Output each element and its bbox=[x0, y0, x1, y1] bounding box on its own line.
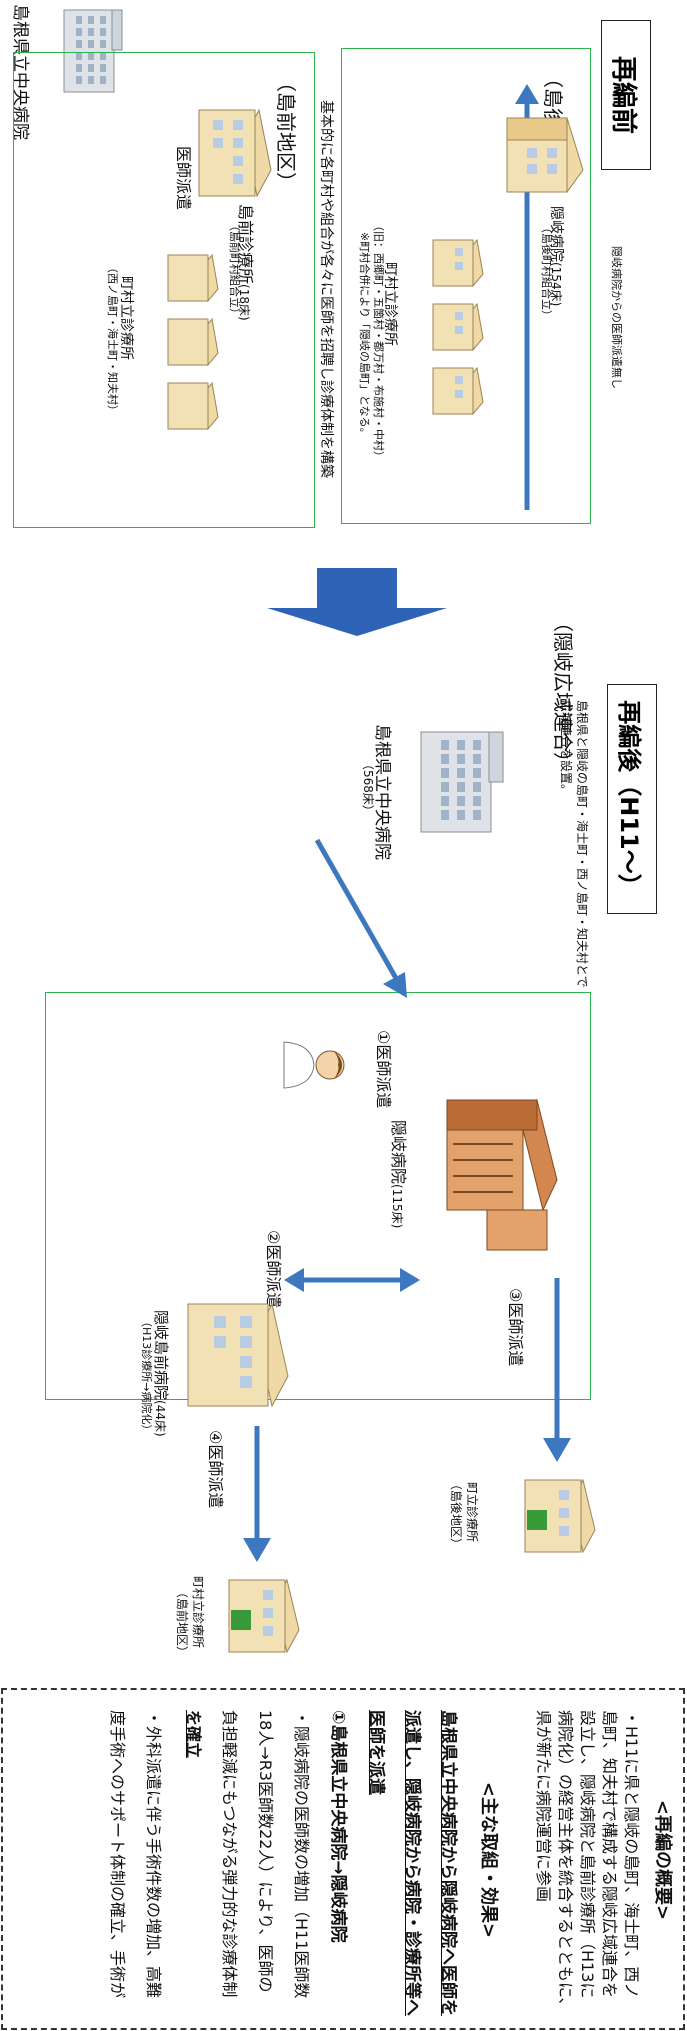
dozen-label: （島前地区） bbox=[274, 72, 298, 192]
overview-line: 設立し、隠岐病院と島前診療所（H13に bbox=[578, 1710, 597, 1999]
dispatch-arrow-1 bbox=[314, 838, 407, 998]
overview-line: 県が新たに病院運営に参画 bbox=[534, 1710, 553, 1903]
dispatch-arrow-3 bbox=[543, 1278, 571, 1462]
dozen-hospital-after-icon bbox=[187, 1302, 289, 1408]
oki-hospital-owner: （島後町村組合立） bbox=[540, 222, 553, 321]
oki-hospital-after-name: 隠岐病院 bbox=[389, 1120, 408, 1185]
chuo-hospital-after-beds: （568床） bbox=[361, 758, 375, 817]
dispatch-label-4: ④医師派遣 bbox=[206, 1430, 225, 1509]
dispatch-label-1: ①医師派遣 bbox=[374, 1030, 393, 1109]
town-clinic-dozen-icon bbox=[228, 1578, 300, 1654]
item1-line: を確立 bbox=[184, 1710, 203, 1759]
town-clinic-dogo-area: （島後地区） bbox=[449, 1478, 463, 1551]
village-clinics-dogo-icons bbox=[432, 238, 484, 416]
dispatch-arrow-4 bbox=[243, 1426, 271, 1562]
chuo-hospital-before-icon bbox=[63, 9, 123, 93]
oki-hospital-after-icon bbox=[446, 1098, 558, 1251]
dozen-clinic-before-icon bbox=[198, 108, 272, 198]
overview-line: 病院化）の経営主体を統合するとともに、 bbox=[556, 1710, 575, 2014]
village-clinic-dogo-detail: （旧：西郷町・五箇村・都万村・布施村・中村） bbox=[372, 220, 385, 462]
town-clinic-dogo-icon bbox=[524, 1478, 596, 1554]
oki-hospital-after-beds: (115床) bbox=[390, 1184, 404, 1229]
oki-hospital-after-label: 隠岐病院(115床) bbox=[388, 1120, 412, 1228]
town-clinic-dozen-area: （島前地区） bbox=[175, 1586, 189, 1659]
oki-hospital-before-icon bbox=[506, 116, 584, 194]
effect-heading-1: 島根県立中央病院から隠岐病院へ医師を bbox=[438, 1710, 458, 2016]
after-title: 再編後（H11～） bbox=[607, 684, 657, 914]
dozen-clinic-owner: （島前町村組合立） bbox=[228, 220, 241, 319]
item1-title: ①島根県立中央病院→隠岐病院 bbox=[328, 1710, 348, 1943]
town-clinic-dozen-label: 町村立診療所 bbox=[191, 1576, 205, 1649]
item1-line: 負担軽減にもつながる弾力的な診療体制 bbox=[220, 1710, 239, 1998]
effect-heading-2: 派遣し、隠岐病院から病院・診療所等へ bbox=[402, 1710, 422, 2016]
union-note-2: 広域連合を設置。 bbox=[559, 700, 573, 797]
village-clinics-dozen-icons bbox=[167, 253, 219, 431]
town-clinic-dogo-label: 町立診療所 bbox=[465, 1482, 479, 1543]
doctor-icon bbox=[283, 1041, 345, 1089]
item2-line: 度手術へのサポート体制の確立、手術が bbox=[108, 1710, 127, 1999]
chuo-hospital-after-icon bbox=[420, 731, 504, 833]
effect-title: <主な取組・効果> bbox=[478, 1781, 499, 1939]
overview-line: 島町、知夫村で構成する隠岐広域連合を bbox=[600, 1710, 619, 1999]
summary-panel-content: <再編の概要> ・H11に県と隠岐の島町、海士町、西ノ 島町、知夫村で構成する隠… bbox=[9, 1700, 679, 2020]
union-note-1: 島根県と隠岐の島町・海士町・西ノ島町・知夫村とで bbox=[575, 700, 589, 988]
transition-arrow bbox=[267, 568, 447, 636]
dispatch-label-3: ③医師派遣 bbox=[506, 1288, 525, 1367]
dispatch-arrow-2 bbox=[284, 1268, 420, 1292]
overview-title: <再編の概要> bbox=[652, 1799, 673, 1921]
village-clinic-dogo-note: ※町村合併により「隠岐の島町」となる。 bbox=[358, 232, 371, 439]
item2-line: ・外科派遣に伴う手術件数の増加、高難 bbox=[144, 1710, 163, 1999]
before-title: 再編前 bbox=[601, 20, 651, 170]
effect-heading-3: 医師を派遣 bbox=[366, 1710, 386, 1795]
dozen-hospital-after-note: （H13診療所→病院化） bbox=[140, 1316, 153, 1436]
no-dispatch-note: 隠岐病院からの医師派遣無し bbox=[610, 246, 623, 389]
base-note: 基本的に各町村や組合が各々に医師を招聘し診療体制を構築 bbox=[318, 100, 334, 478]
dozen-hospital-after-beds: (44床) bbox=[153, 1400, 167, 1437]
overview-line: ・H11に県と隠岐の島町、海士町、西ノ bbox=[622, 1710, 641, 1999]
item1-line: 18人→R3医師数22人）により、医師の bbox=[256, 1710, 275, 1993]
item1-line: ・隠岐病院の医師数の増加（H11医師数 bbox=[292, 1710, 311, 1999]
village-clinic-dozen-detail: （西ノ島町・海士町・知夫村） bbox=[106, 262, 119, 416]
